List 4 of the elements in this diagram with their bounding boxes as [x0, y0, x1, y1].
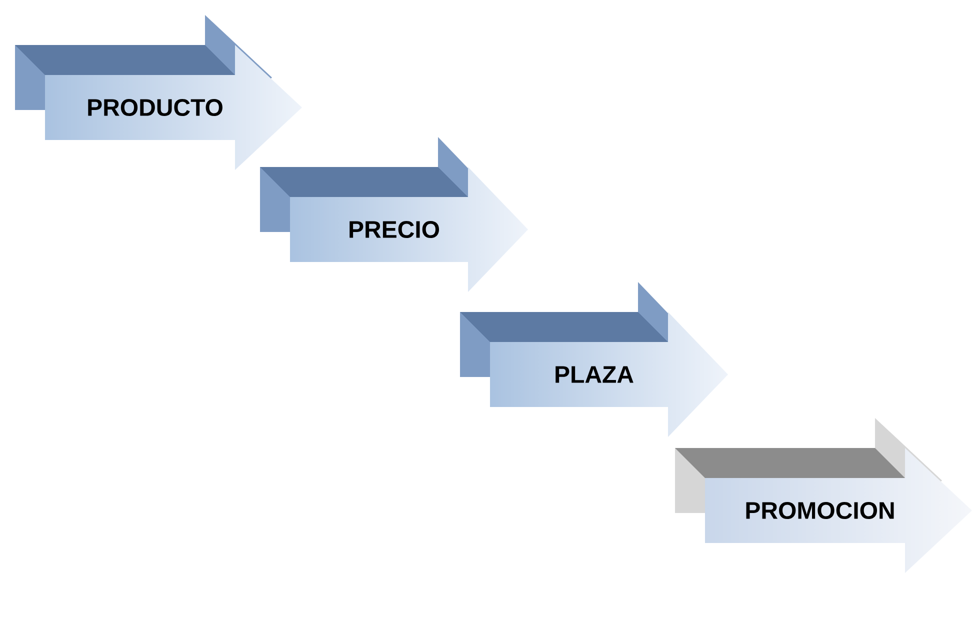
step-box: PLAZA — [460, 282, 728, 437]
step-box: PRECIO — [260, 137, 528, 292]
step-box: PRODUCTO — [15, 15, 302, 170]
step-box: PROMOCION — [675, 418, 972, 573]
